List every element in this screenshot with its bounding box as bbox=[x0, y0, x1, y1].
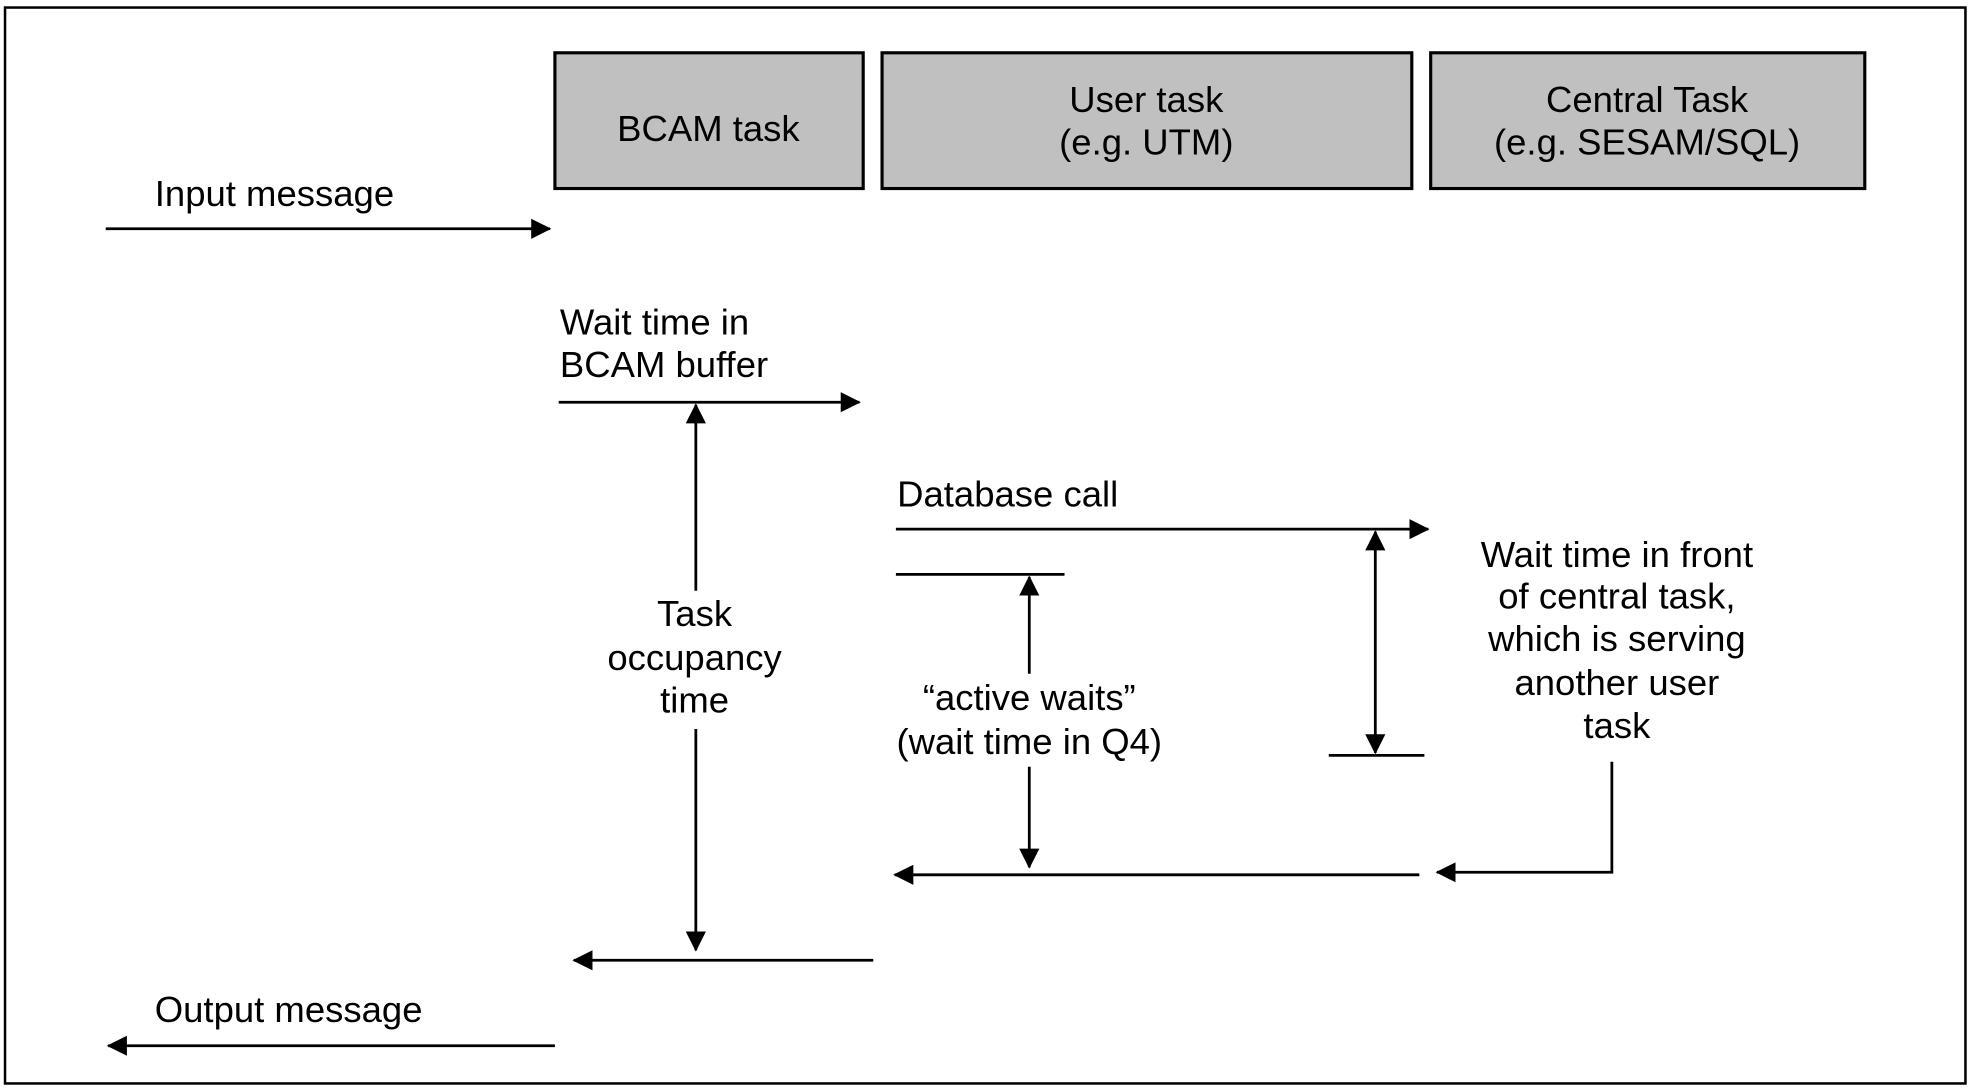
wait-bcam-label-2: BCAM buffer bbox=[560, 344, 768, 385]
task-box-user-label-1: User task bbox=[1069, 79, 1224, 120]
task-occupancy-label-3: time bbox=[660, 680, 729, 721]
task-box-central-label-2: (e.g. SESAM/SQL) bbox=[1494, 122, 1800, 163]
wait-bcam-label-1: Wait time in bbox=[560, 301, 749, 342]
task-occupancy-label-2: occupancy bbox=[607, 637, 782, 678]
wait-central-label-5: task bbox=[1583, 705, 1651, 746]
task-box-bcam: BCAM task bbox=[553, 51, 865, 191]
output-message-label: Output message bbox=[155, 989, 423, 1030]
active-waits-label-2: (wait time in Q4) bbox=[896, 721, 1162, 762]
task-box-central-label-1: Central Task bbox=[1546, 79, 1749, 120]
active-waits-label-1: “active waits” bbox=[923, 677, 1136, 718]
task-box-user-label-2: (e.g. UTM) bbox=[1059, 122, 1233, 163]
task-box-bcam-label: BCAM task bbox=[617, 108, 800, 149]
task-box-central: Central Task (e.g. SESAM/SQL) bbox=[1429, 51, 1867, 191]
input-message-label: Input message bbox=[155, 173, 394, 214]
wait-central-label-3: which is serving bbox=[1487, 618, 1746, 659]
wait-central-label-2: of central task, bbox=[1498, 575, 1735, 616]
database-call-label: Database call bbox=[897, 474, 1118, 515]
task-box-user: User task (e.g. UTM) bbox=[880, 51, 1414, 191]
wait-central-label-4: another user bbox=[1514, 662, 1719, 703]
central-return-arrow bbox=[1435, 761, 1614, 883]
wait-central-label-1: Wait time in front bbox=[1481, 534, 1753, 575]
task-occupancy-label-1: Task bbox=[657, 593, 733, 634]
